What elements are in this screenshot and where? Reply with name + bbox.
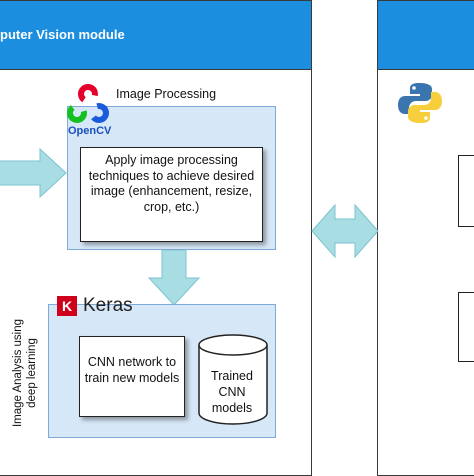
right-process-box-top [458, 155, 474, 227]
computer-vision-module-header [0, 0, 312, 70]
image-processing-label: Image Processing [116, 87, 217, 101]
python-logo-icon [398, 83, 442, 123]
module-title: puter Vision module [0, 27, 125, 42]
keras-label: Keras [83, 295, 133, 316]
database-cylinder-icon [198, 334, 268, 425]
image-analysis-vertical-label: Image Analysis using deep learning [12, 318, 38, 428]
bidirectional-arrow-icon [311, 203, 379, 259]
python-module-panel [377, 0, 474, 476]
right-process-box-bottom [458, 292, 474, 362]
input-arrow-icon [0, 148, 67, 198]
opencv-label: OpenCV [68, 125, 112, 137]
down-arrow-icon [148, 250, 200, 306]
trained-models-label: Trained CNN models [211, 369, 253, 415]
python-module-header [377, 0, 474, 70]
image-processing-step-box: Apply image processing techniques to ach… [80, 147, 263, 242]
keras-logo-icon: K [57, 296, 77, 316]
cnn-training-box: CNN network to train new models [79, 336, 185, 417]
opencv-logo-icon [67, 84, 109, 123]
